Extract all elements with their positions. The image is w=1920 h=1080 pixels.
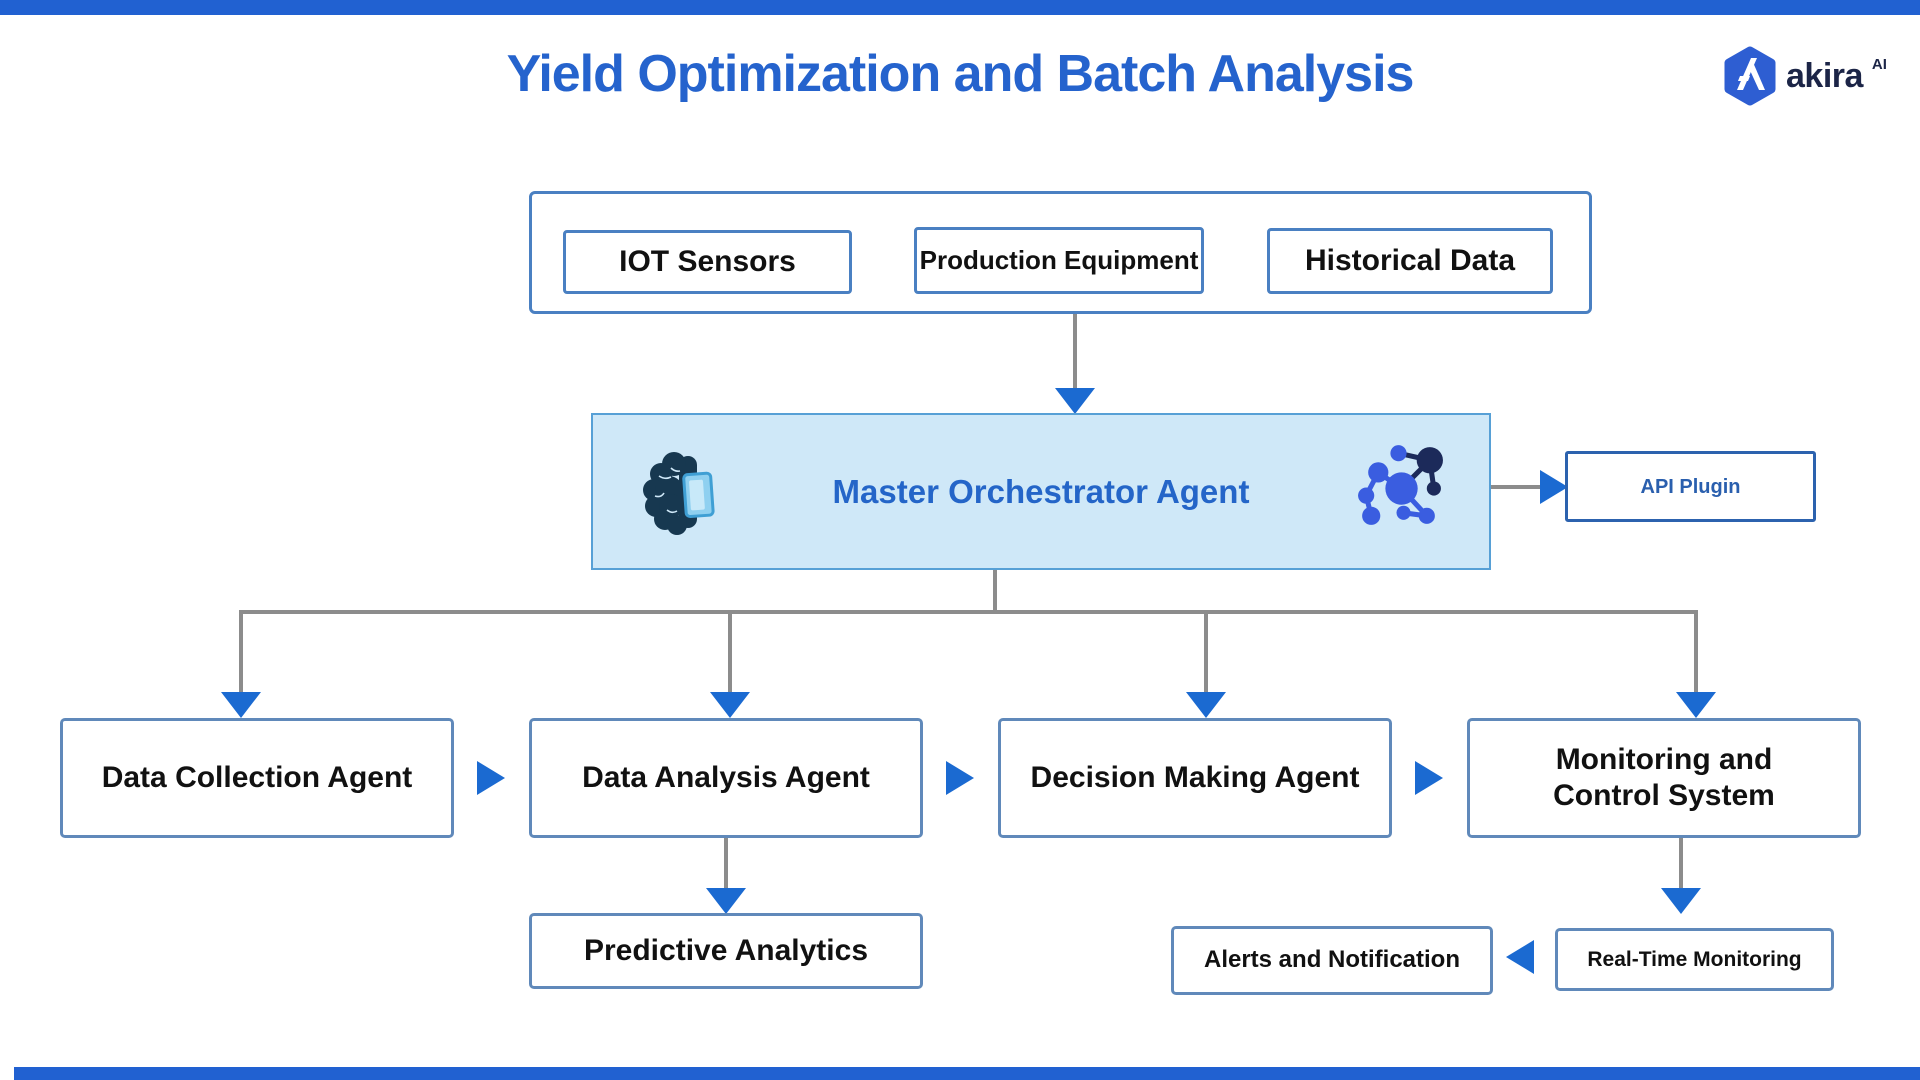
agent-data-analysis: Data Analysis Agent	[529, 718, 923, 838]
arrow-to-monitoring-icon	[1676, 692, 1716, 718]
line-orchestrator-stub	[993, 570, 997, 612]
top-accent-bar	[0, 0, 1920, 15]
line-branch-drop-4	[1694, 610, 1698, 694]
realtime-monitoring-label: Real-Time Monitoring	[1587, 947, 1802, 971]
line-branch-drop-1	[239, 610, 243, 694]
network-graph-icon	[1358, 445, 1443, 525]
arrow-sources-to-orchestrator-icon	[1055, 388, 1095, 414]
arrow-realtime-to-alerts-icon	[1506, 940, 1534, 974]
api-plugin-label: API Plugin	[1640, 475, 1741, 498]
brand-name: akira	[1786, 56, 1863, 95]
orchestrator-box: Master Orchestrator Agent	[591, 413, 1491, 570]
source-label: IOT Sensors	[619, 245, 796, 278]
realtime-monitoring-box: Real-Time Monitoring	[1555, 928, 1834, 991]
arrow-analysis-to-decision-icon	[946, 761, 974, 795]
arrow-to-data-analysis-icon	[710, 692, 750, 718]
arrow-to-decision-making-icon	[1186, 692, 1226, 718]
line-orchestrator-to-api	[1491, 485, 1544, 489]
brand-superscript: AI	[1871, 55, 1887, 73]
predictive-analytics-label: Predictive Analytics	[583, 934, 869, 967]
source-production-equipment: Production Equipment	[914, 227, 1204, 294]
agent-label: Data Analysis Agent	[582, 761, 870, 794]
brand-logo: akira AI	[1722, 46, 1887, 106]
alerts-notification-label: Alerts and Notification	[1203, 946, 1461, 974]
data-sources-group: IOT Sensors Production Equipment Histori…	[529, 191, 1592, 314]
source-label: Production Equipment	[919, 244, 1199, 275]
line-branch-drop-2	[728, 610, 732, 694]
orchestrator-label: Master Orchestrator Agent	[832, 472, 1250, 510]
agent-label: Monitoring and Control System	[1553, 743, 1775, 812]
source-label: Historical Data	[1304, 244, 1516, 277]
agent-label: Data Collection Agent	[101, 761, 413, 794]
arrow-analysis-to-predictive-icon	[706, 888, 746, 914]
source-historical-data: Historical Data	[1267, 228, 1553, 294]
arrow-decision-to-monitoring-icon	[1415, 761, 1443, 795]
brain-chip-icon	[643, 452, 715, 535]
line-monitoring-to-realtime	[1679, 838, 1683, 892]
agent-label: Decision Making Agent	[1030, 761, 1360, 794]
agent-decision-making: Decision Making Agent	[998, 718, 1392, 838]
arrow-to-data-collection-icon	[221, 692, 261, 718]
agent-monitoring-control: Monitoring and Control System	[1467, 718, 1861, 838]
line-branch-drop-3	[1204, 610, 1208, 694]
page-title: Yield Optimization and Batch Analysis	[506, 45, 1415, 103]
alerts-notification-box: Alerts and Notification	[1171, 926, 1493, 995]
arrow-collection-to-analysis-icon	[477, 761, 505, 795]
line-sources-to-orchestrator	[1073, 314, 1077, 390]
arrow-monitoring-to-realtime-icon	[1661, 888, 1701, 914]
line-analysis-to-predictive	[724, 838, 728, 892]
arrow-orchestrator-to-api-icon	[1540, 470, 1568, 504]
hexagon-a-icon	[1724, 46, 1776, 106]
predictive-analytics-box: Predictive Analytics	[529, 913, 923, 989]
bottom-accent-bar	[14, 1067, 1920, 1080]
source-iot-sensors: IOT Sensors	[563, 230, 852, 294]
line-branch-horizontal	[239, 610, 1698, 614]
agent-data-collection: Data Collection Agent	[60, 718, 454, 838]
api-plugin-box: API Plugin	[1565, 451, 1816, 522]
